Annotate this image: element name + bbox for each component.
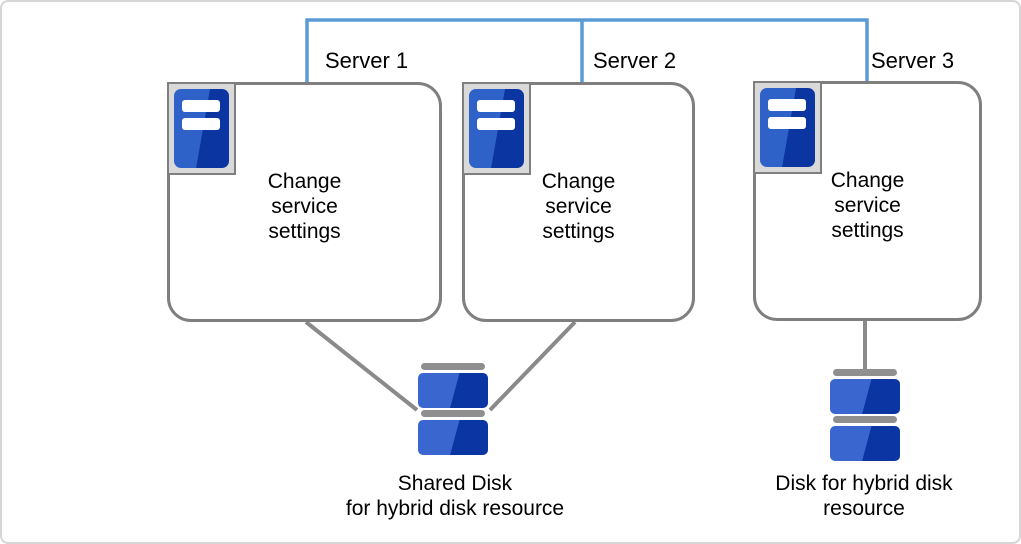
server-icon-slot [182,100,220,112]
server-icon-slot [477,118,515,130]
disk-cap [833,416,897,423]
server3-caption: Change service settings [830,169,905,242]
server-icon-panel [760,88,815,167]
server1-label: Server 1 [325,48,409,73]
server-icon-slot [768,117,806,129]
interconnect-line [305,18,869,84]
server-icon-panel [174,89,229,168]
disk-cap [421,410,485,417]
shared-disk-icon [418,363,488,457]
server1-icon [167,82,236,175]
hybrid-disk-label: Disk for hybrid disk resource [775,472,953,520]
disk-cap [833,369,897,376]
server-icon-slot [768,99,806,111]
server1-shared-disk-link [304,320,419,412]
hybrid-disk-icon [830,369,900,463]
disk-cap [421,363,485,370]
server2-shared-disk-link [488,320,577,412]
server2-label: Server 2 [593,48,677,73]
server2-caption: Change service settings [541,170,616,243]
server2-icon [462,82,531,175]
shared-disk-label: Shared Disk for hybrid disk resource [345,472,565,520]
server-icon-slot [182,118,220,130]
server3-label: Server 3 [871,48,955,73]
server-icon-slot [477,100,515,112]
disk-platter [418,419,488,455]
disk-platter [418,372,488,408]
disk-platter [830,378,900,414]
disk-platter [830,425,900,461]
server-icon-panel [469,89,524,168]
server1-caption: Change service settings [267,170,342,243]
server3-icon [753,81,822,174]
